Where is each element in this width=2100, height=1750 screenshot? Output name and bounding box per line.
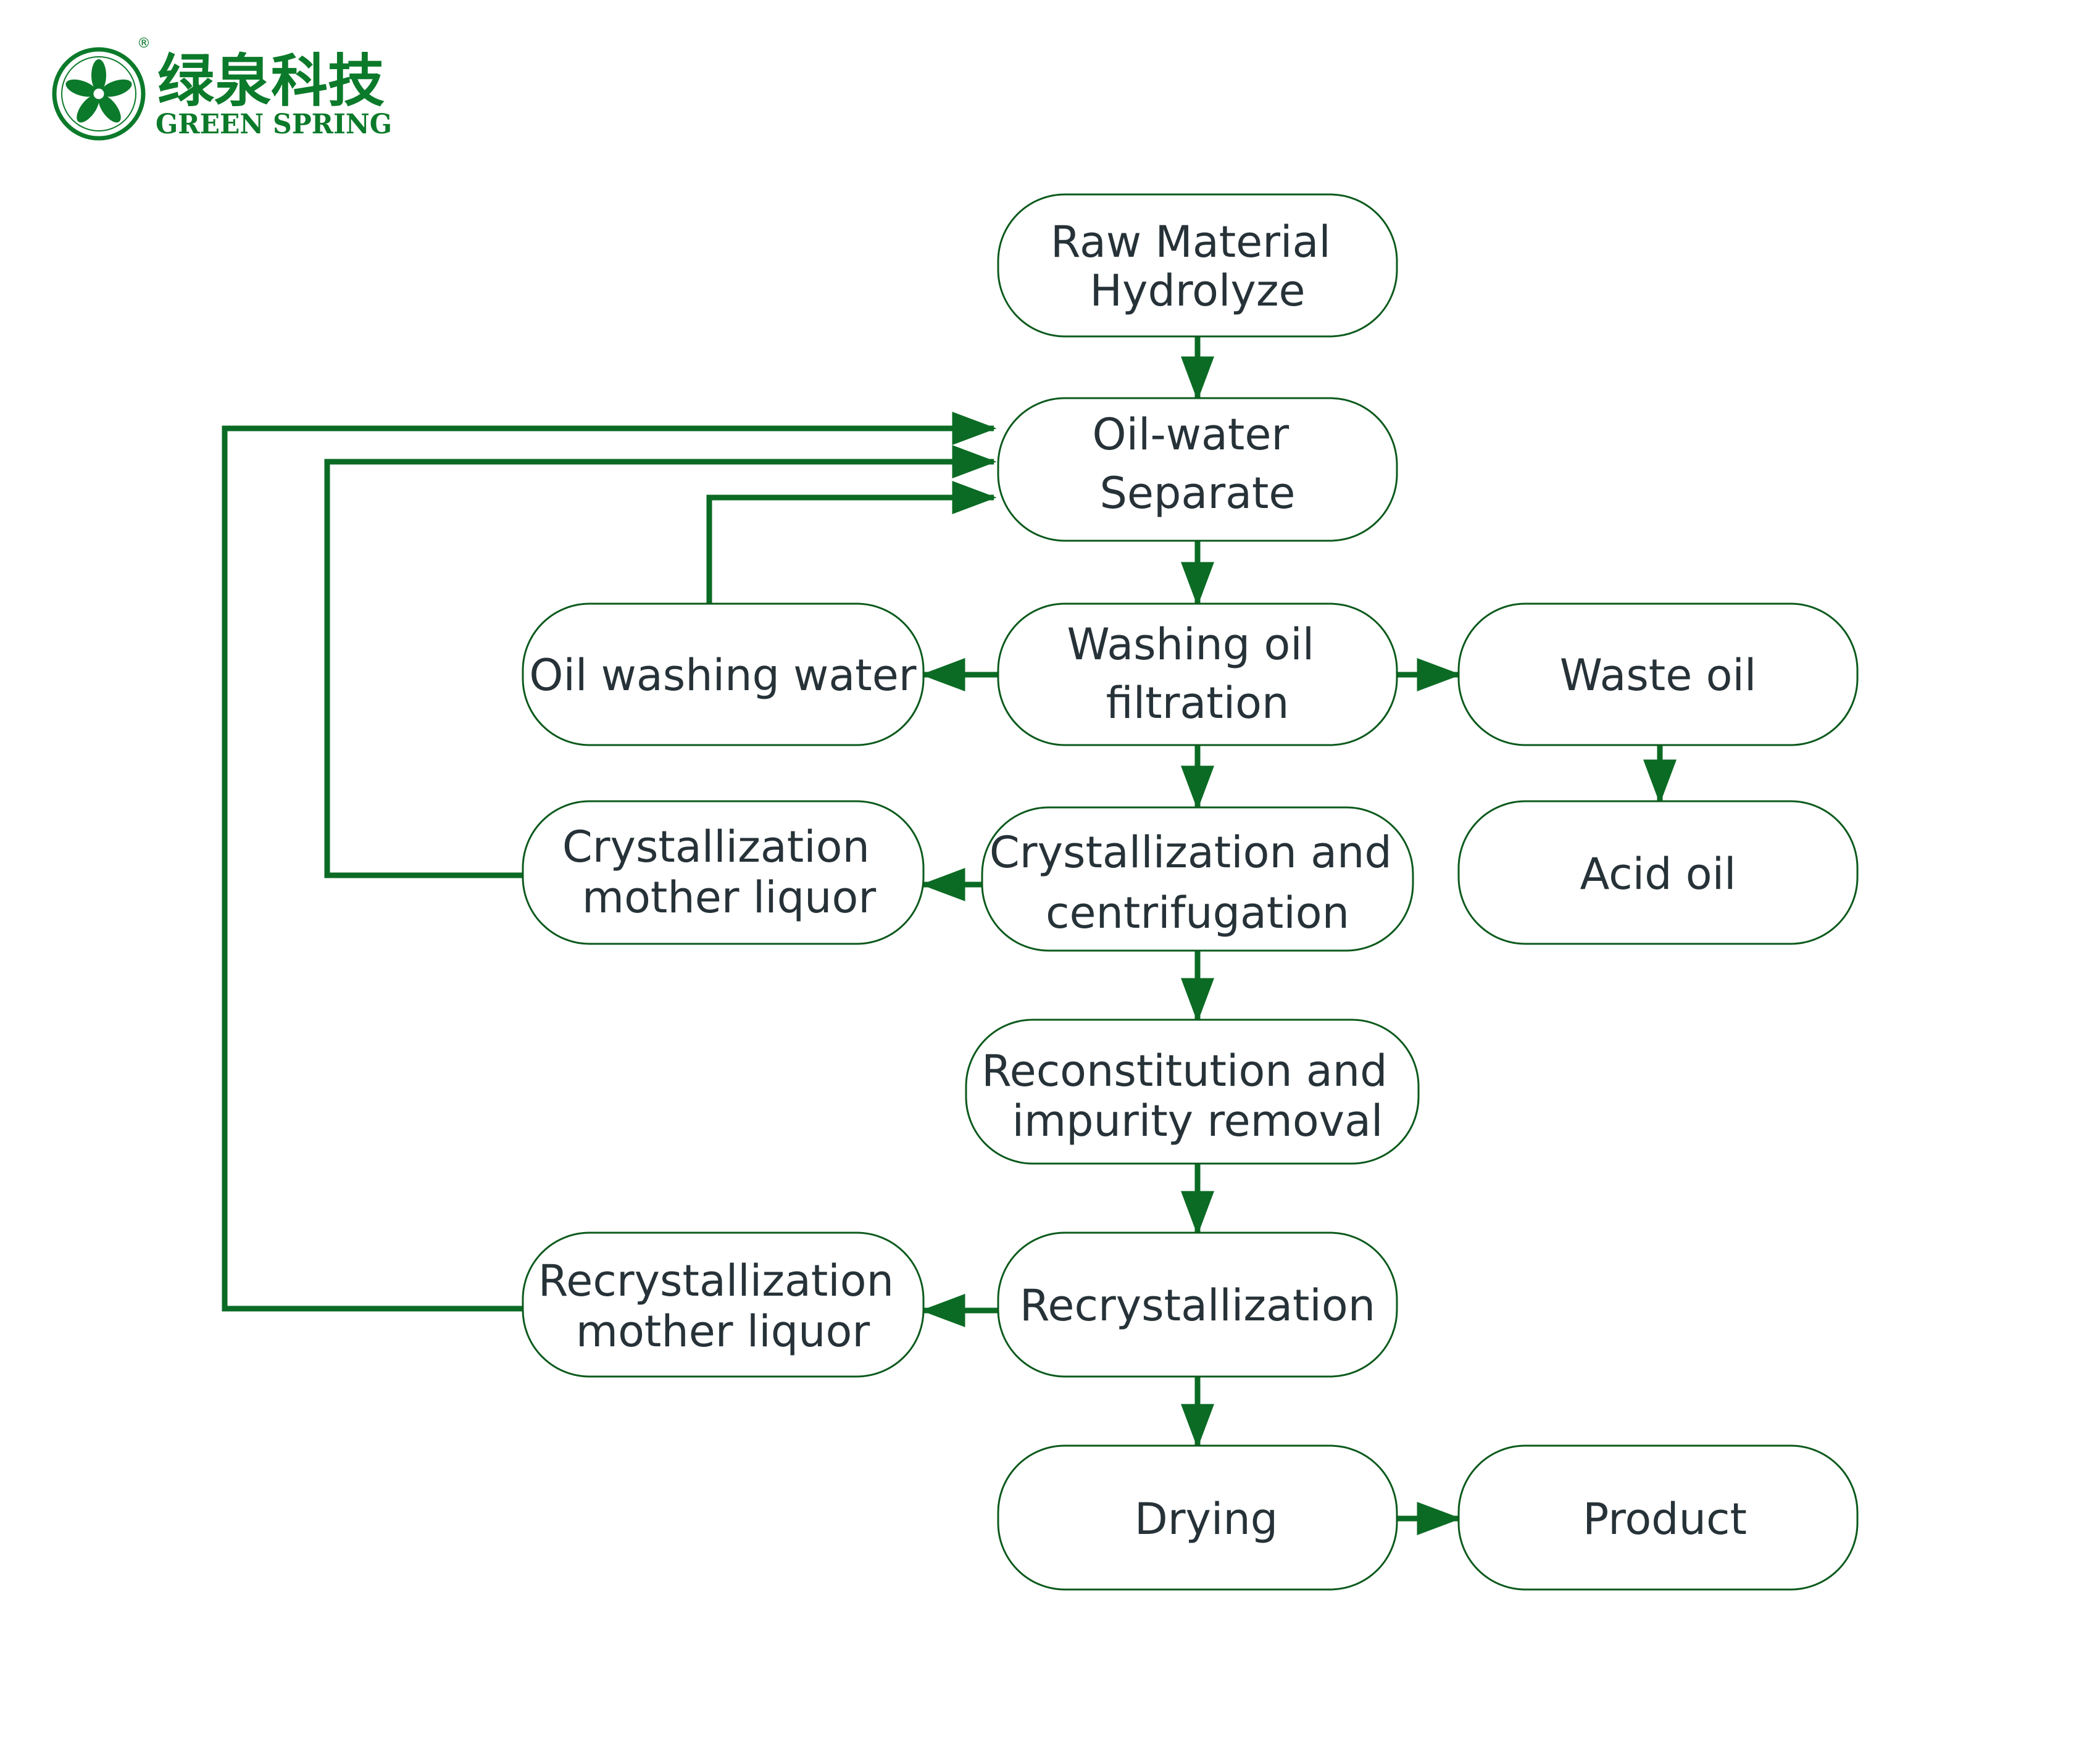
- connector-lines: [222, 336, 1677, 1535]
- node-reconstitution-impurity-removal: Reconstitution and impurity removal: [965, 1019, 1420, 1165]
- logo-chinese-name: 绿泉科技: [157, 48, 385, 114]
- node-label: Washing oil filtration: [1067, 619, 1328, 728]
- node-recrystallization-mother-liquor: Recrystallization mother liquor: [522, 1231, 925, 1378]
- node-label-line: Oil-water: [1093, 409, 1290, 460]
- node-label-line: impurity removal: [1012, 1096, 1383, 1146]
- node-oil-washing-water: Oil washing water: [522, 602, 925, 746]
- process-boxes: Raw Material Hydrolyze Oil-water Separat…: [522, 193, 1859, 1591]
- node-label: Recrystallization: [1020, 1280, 1375, 1331]
- arrow-oil-washing-water-return: [706, 481, 997, 604]
- node-label-line: Washing oil: [1067, 619, 1315, 670]
- node-label: Waste oil: [1560, 650, 1757, 701]
- node-label-line: filtration: [1106, 678, 1290, 728]
- node-label-line: Crystallization and: [990, 827, 1392, 878]
- node-label-line: Crystallization: [562, 822, 870, 872]
- node-label: Reconstitution and impurity removal: [981, 1046, 1401, 1146]
- node-label: Oil-water Separate: [1093, 409, 1303, 519]
- node-label-line: mother liquor: [576, 1306, 870, 1357]
- node-oil-water-separate: Oil-water Separate: [997, 397, 1398, 542]
- node-label: Raw Material Hydrolyze: [1051, 217, 1344, 316]
- node-raw-material: Raw Material Hydrolyze: [997, 193, 1398, 338]
- node-label-line: Acid oil: [1580, 849, 1736, 899]
- arrow-cryst-mother-return: [324, 445, 997, 878]
- node-label-line: Oil washing water: [529, 650, 916, 701]
- node-label-line: Recrystallization: [538, 1256, 894, 1306]
- registered-mark: ®: [137, 36, 151, 51]
- node-label-line: Recrystallization: [1020, 1280, 1375, 1331]
- flower-emblem-icon: [52, 47, 146, 141]
- node-label: Product: [1583, 1494, 1747, 1544]
- node-crystallization-centrifugation: Crystallization and centrifugation: [981, 806, 1414, 952]
- node-drying: Drying: [997, 1444, 1398, 1591]
- node-label: Crystallization mother liquor: [562, 822, 883, 923]
- node-label-line: Reconstitution and: [981, 1046, 1387, 1096]
- arrow-recryst-mother-return: [222, 412, 997, 1312]
- node-label-line: Hydrolyze: [1090, 265, 1305, 316]
- green-spring-logo: ® 绿泉科技 GREEN SPRING: [52, 36, 392, 141]
- node-crystallization-mother-liquor: Crystallization mother liquor: [522, 800, 925, 945]
- node-label-line: Product: [1583, 1494, 1747, 1544]
- node-waste-oil: Waste oil: [1457, 602, 1859, 746]
- node-acid-oil: Acid oil: [1457, 800, 1859, 945]
- node-label-line: Waste oil: [1560, 650, 1757, 701]
- node-label-line: Raw Material: [1051, 217, 1331, 267]
- node-product: Product: [1457, 1444, 1859, 1591]
- node-label: Acid oil: [1580, 849, 1736, 899]
- node-washing-oil-filtration: Washing oil filtration: [997, 602, 1398, 746]
- node-label: Drying: [1135, 1494, 1278, 1544]
- node-label-line: Drying: [1135, 1494, 1278, 1544]
- node-label: Recrystallization mother liquor: [538, 1256, 907, 1357]
- node-label-line: mother liquor: [582, 872, 876, 923]
- node-label: Crystallization and centrifugation: [990, 827, 1406, 938]
- node-label-line: centrifugation: [1046, 888, 1349, 938]
- node-label: Oil washing water: [529, 650, 916, 701]
- node-recrystallization: Recrystallization: [997, 1231, 1398, 1378]
- node-label-line: Separate: [1099, 468, 1295, 519]
- logo-english-name: GREEN SPRING: [156, 109, 392, 140]
